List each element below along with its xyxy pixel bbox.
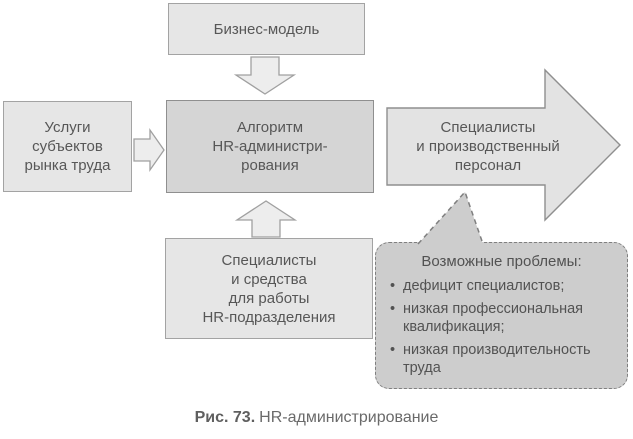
box-hr-admin-algorithm-label: Алгоритм HR-администри- рования — [212, 119, 328, 174]
figure-caption-number: Рис. 73. — [194, 409, 256, 426]
box-hr-unit-resources: Специалисты и средства для работы HR-под… — [165, 238, 373, 339]
callout-tail — [417, 190, 484, 245]
arrow-down-icon — [233, 56, 297, 95]
callout-item: низкая производительность труда — [390, 341, 615, 377]
callout-item: дефицит специалистов; — [390, 277, 615, 295]
arrow-up-icon — [234, 200, 298, 238]
callout-possible-problems: Возможные проблемы: дефицит специалистов… — [375, 242, 628, 389]
box-labor-market-services-label: Услуги субъектов рынка труда — [24, 119, 111, 174]
figure-caption-title: HR-администрирование — [259, 409, 439, 426]
figure-caption: Рис. 73.HR-администрирование — [0, 408, 633, 428]
arrow-right-icon — [133, 127, 165, 173]
callout-item: низкая профессиональная квалификация; — [390, 300, 615, 336]
callout-list: дефицит специалистов; низкая профессиона… — [388, 277, 615, 377]
box-hr-admin-algorithm: Алгоритм HR-администри- рования — [166, 100, 374, 193]
box-business-model-label: Бизнес-модель — [213, 20, 320, 38]
box-hr-unit-resources-label: Специалисты и средства для работы HR-под… — [202, 251, 336, 326]
box-business-model: Бизнес-модель — [168, 3, 365, 55]
output-arrow-label: Специалисты и производственный персонал — [416, 118, 560, 174]
callout-title: Возможные проблемы: — [421, 253, 582, 270]
box-labor-market-services: Услуги субъектов рынка труда — [3, 101, 132, 192]
